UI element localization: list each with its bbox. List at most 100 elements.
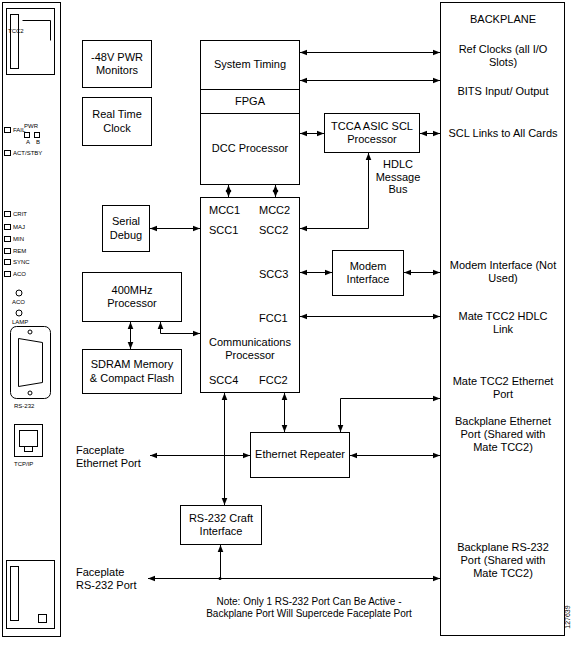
faceplate-marking: ACT/STBY (13, 150, 53, 157)
port-label: MCC2 (259, 204, 293, 217)
note-text: Note: Only 1 RS-232 Port Can Be Active -… (196, 596, 422, 619)
port-label: Modem Interface (Not Used) (447, 259, 559, 285)
box-label: DCC Processor (209, 142, 291, 155)
signal-connector (275, 185, 276, 197)
block-box: Modem Interface (332, 250, 404, 296)
rj45-jack (20, 431, 38, 447)
note-text: Faceplate Ethernet Port (76, 444, 146, 469)
faceplate-rs232-wire (148, 578, 219, 579)
screw (28, 330, 32, 334)
signal-connector (300, 272, 332, 273)
faceplate-marking: SYNC (13, 259, 43, 266)
signal-connector (221, 545, 441, 579)
box-label: -48V PWR Monitors (83, 51, 151, 77)
box-label: SDRAM Memory & Compact Flash (83, 358, 181, 384)
box-label: FPGA (232, 95, 268, 108)
led (5, 249, 11, 254)
lamp-button (16, 310, 22, 316)
led (5, 225, 11, 230)
block-box: Real Time Clock (82, 97, 152, 146)
signal-connector (420, 133, 440, 134)
faceplate-marking: REM (13, 248, 43, 255)
signal-connector (350, 455, 440, 456)
faceplate-marking: ACO (12, 299, 42, 306)
signal-connector (300, 52, 440, 53)
db9-shell (19, 339, 43, 387)
signal-connector (341, 399, 441, 433)
faceplate-ethernet-wire (150, 455, 250, 456)
port-label: Mate TCC2 HDLC Link (447, 310, 559, 336)
signal-connector (224, 393, 225, 505)
block-box: Ethernet Repeater (250, 432, 350, 478)
aco-button (16, 290, 22, 296)
port-label: SCL Links to All Cards (447, 127, 559, 140)
screw (28, 391, 32, 395)
box-label: Serial Debug (103, 215, 149, 241)
port-label: FCC1 (259, 312, 293, 325)
faceplate-marking: MAJ (13, 224, 43, 231)
block-box: Serial Debug (102, 205, 150, 252)
rj45-latch (25, 447, 33, 452)
block-box: 400MHz Processor (82, 272, 182, 322)
box-label: TCCA ASIC SCL Processor (325, 120, 419, 146)
rj45-connector (15, 425, 43, 457)
led (5, 212, 11, 217)
faceplate-marking: PWR (24, 123, 48, 130)
note-text: Faceplate RS-232 Port (76, 566, 146, 591)
ejector-slot (11, 567, 19, 621)
block-box: DCC Processor (200, 113, 300, 185)
port-label: Backplane Ethernet Port (Shared with Mat… (447, 415, 559, 455)
signal-connector (404, 272, 440, 273)
block-box: System Timing (200, 40, 300, 90)
port-label: Backplane RS-232 Port (Shared with Mate … (447, 541, 559, 581)
box-label: Real Time Clock (83, 108, 151, 134)
bus-label: HDLC Message Bus (373, 158, 423, 196)
port-label: BITS Input/ Output (447, 85, 559, 98)
box-label: Modem Interface (333, 260, 403, 286)
faceplate-marking: RS-232 (14, 403, 50, 410)
led (5, 151, 11, 156)
signal-connector (300, 133, 324, 134)
faceplate-marking: LAMP (12, 319, 42, 326)
led (5, 237, 11, 242)
box-label: 400MHz Processor (83, 284, 181, 310)
led (35, 133, 40, 138)
box-label: System Timing (211, 58, 289, 71)
block-box: RS-232 Craft Interface (180, 505, 262, 545)
port-label: MCC1 (209, 204, 243, 217)
signal-connector (228, 185, 229, 197)
faceplate-marking: TCC2 (8, 28, 38, 35)
backplane-panel: BACKPLANERef Clocks (all I/O Slots)BITS … (440, 2, 565, 636)
block-box: TCCA ASIC SCL Processor (324, 113, 420, 153)
db9-connector (11, 327, 51, 399)
led (5, 260, 11, 265)
box-label: RS-232 Craft Interface (181, 512, 261, 538)
port-label: SCC3 (259, 268, 293, 281)
port-label: SCC2 (259, 224, 293, 237)
faceplate-marking: A (26, 139, 34, 146)
port-label: SCC4 (209, 374, 243, 387)
faceplate-marking: ACO (13, 271, 43, 278)
faceplate-marking: B (36, 139, 44, 146)
signal-connector (284, 393, 285, 432)
faceplate-marking: MIN (13, 236, 43, 243)
panel-heading: BACKPLANE (447, 13, 559, 26)
faceplate-marking: CRIT (13, 211, 43, 218)
signal-connector (300, 80, 440, 81)
box-label: Ethernet Repeater (252, 448, 348, 461)
figure-number: 127639 (564, 601, 572, 633)
port-label: Communications Processor (201, 336, 299, 362)
processor-box: MCC1 MCC2SCC1 SCC2SCC3FCC1Communications P… (200, 197, 300, 393)
ejector-lever (23, 21, 51, 41)
block-box: FPGA (200, 89, 300, 114)
block-box: -48V PWR Monitors (82, 40, 152, 88)
port-label: SCC1 (209, 224, 243, 237)
signal-connector (161, 322, 201, 334)
ejector-latch (7, 9, 55, 75)
block-box: SDRAM Memory & Compact Flash (82, 349, 182, 394)
ejector-latch (7, 561, 55, 629)
port-label: FCC2 (259, 374, 293, 387)
led (5, 272, 11, 277)
port-label: Mate TCC2 Ethernet Port (447, 375, 559, 401)
